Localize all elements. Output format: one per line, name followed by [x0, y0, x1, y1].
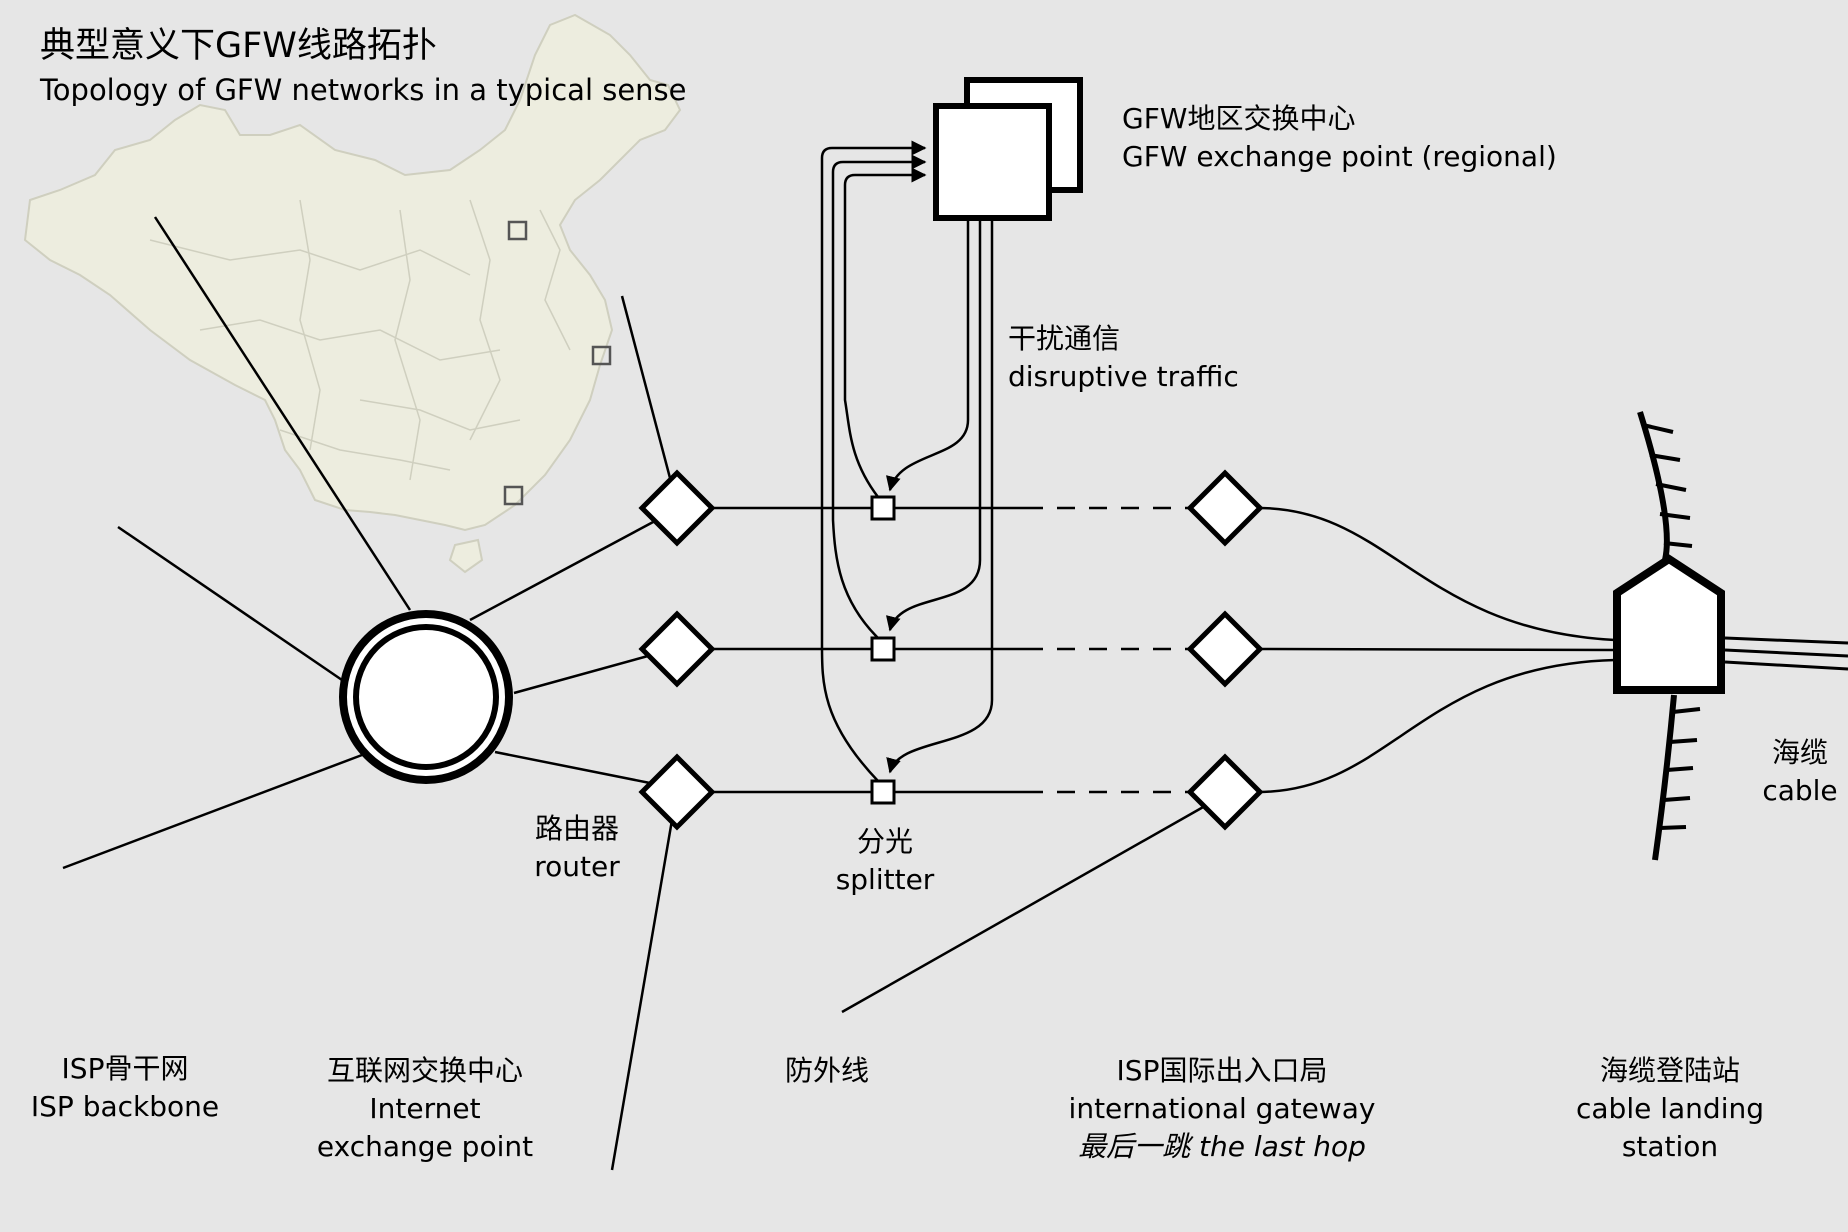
- label-router-en: router: [534, 850, 620, 883]
- label-router: 路由器 router: [534, 810, 620, 886]
- label-outer-defense: 防外线: [785, 1052, 869, 1090]
- splitter-top: [870, 495, 896, 521]
- label-disruptive-traffic: 干扰通信 disruptive traffic: [1008, 320, 1239, 396]
- label-ixp-en2: exchange point: [316, 1130, 534, 1163]
- label-exchange-regional-zh: GFW地区交换中心: [1122, 102, 1356, 135]
- cable-landing-station-icon: [1613, 554, 1725, 694]
- splitter-middle: [870, 636, 896, 662]
- label-ixp-en1: Internet: [369, 1092, 481, 1125]
- label-cable-landing-en1: cable landing: [1576, 1092, 1764, 1125]
- coast-hatches: [1642, 423, 1701, 830]
- router-top: [638, 469, 716, 547]
- label-cable-landing-en2: station: [1621, 1130, 1719, 1163]
- gateway-top: [1186, 469, 1264, 547]
- label-router-zh: 路由器: [534, 812, 619, 845]
- label-intl-gateway-en: international gateway: [1068, 1092, 1376, 1125]
- router-middle: [638, 610, 716, 688]
- gateway-middle: [1186, 610, 1264, 688]
- label-splitter-en: splitter: [835, 863, 935, 896]
- map-marker-beijing: [507, 220, 528, 241]
- china-map: [23, 13, 682, 574]
- trunk-lines: [710, 506, 1616, 794]
- label-splitter: 分光 splitter: [836, 823, 935, 899]
- label-disruptive-traffic-zh: 干扰通信: [1008, 322, 1121, 355]
- splitters: [870, 495, 896, 805]
- ixp-node: [339, 610, 513, 784]
- label-ixp-zh: 互联网交换中心: [326, 1054, 524, 1087]
- label-isp-backbone-zh: ISP骨干网: [61, 1052, 189, 1085]
- label-last-hop: 最后一跳 the last hop: [1078, 1130, 1366, 1163]
- map-markers: [503, 220, 612, 506]
- submarine-cables: [1724, 636, 1848, 671]
- gateway-bottom: [1186, 753, 1264, 831]
- label-ixp: 互联网交换中心 Internet exchange point: [317, 1052, 533, 1166]
- exchange-point: [933, 77, 1083, 221]
- splitter-bottom: [870, 779, 896, 805]
- label-outer-defense-zh: 防外线: [784, 1054, 870, 1087]
- label-intl-gateway-zh: ISP国际出入口局: [1116, 1054, 1328, 1087]
- label-isp-backbone-en: ISP backbone: [30, 1090, 220, 1123]
- title-zh: 典型意义下GFW线路拓扑: [40, 26, 437, 66]
- label-cable-landing-zh: 海缆登陆站: [1599, 1054, 1740, 1087]
- label-exchange-regional: GFW地区交换中心 GFW exchange point (regional): [1122, 100, 1557, 176]
- label-cable-landing: 海缆登陆站 cable landing station: [1576, 1052, 1764, 1166]
- title-en: Topology of GFW networks in a typical se…: [40, 73, 687, 107]
- map-marker-shanghai: [591, 345, 612, 366]
- diagram-title: 典型意义下GFW线路拓扑 Topology of GFW networks in…: [40, 22, 687, 110]
- label-cable: 海缆 cable: [1762, 734, 1837, 810]
- label-cable-zh: 海缆: [1771, 736, 1828, 769]
- label-disruptive-traffic-en: disruptive traffic: [1008, 360, 1239, 393]
- label-isp-backbone: ISP骨干网 ISP backbone: [31, 1050, 219, 1126]
- coastline: [1637, 411, 1677, 861]
- label-splitter-zh: 分光: [856, 825, 913, 858]
- label-cable-en: cable: [1762, 774, 1838, 807]
- label-intl-gateway: ISP国际出入口局 international gateway 最后一跳 the…: [1069, 1052, 1376, 1166]
- router-bottom: [638, 753, 716, 831]
- backbone-links: [62, 216, 1206, 1171]
- splitter-feeds: [820, 140, 994, 782]
- label-exchange-regional-en: GFW exchange point (regional): [1122, 140, 1557, 173]
- map-marker-guangzhou: [503, 485, 524, 506]
- routers: [638, 469, 1264, 831]
